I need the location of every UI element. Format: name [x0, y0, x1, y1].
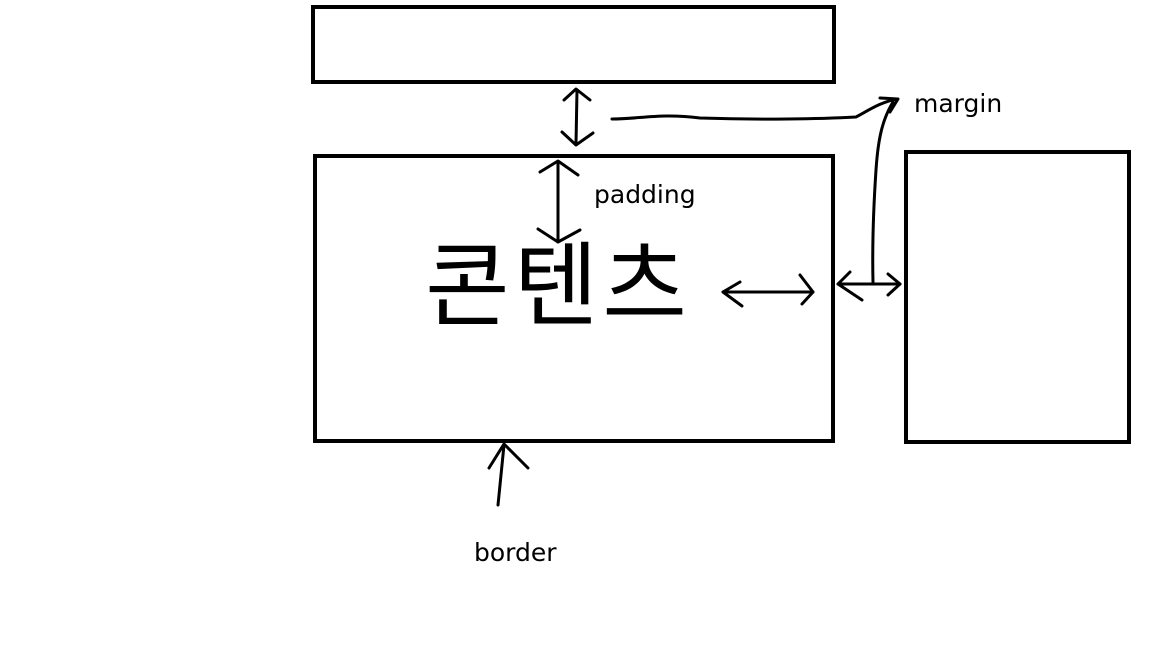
top-box	[311, 5, 836, 84]
content-box	[313, 154, 835, 443]
side-box	[904, 150, 1131, 444]
border-label: border	[474, 538, 557, 567]
padding-label: padding	[594, 180, 696, 209]
border-arrow	[487, 442, 530, 507]
content-label: 콘텐츠	[425, 233, 691, 340]
margin-label: margin	[914, 89, 1003, 118]
margin-leader-arrowhead	[878, 96, 900, 114]
margin-leader-line-side	[871, 100, 895, 284]
vertical-margin-arrow	[560, 87, 595, 147]
margin-leader-line-top	[610, 97, 899, 121]
horizontal-margin-arrow	[836, 270, 902, 302]
